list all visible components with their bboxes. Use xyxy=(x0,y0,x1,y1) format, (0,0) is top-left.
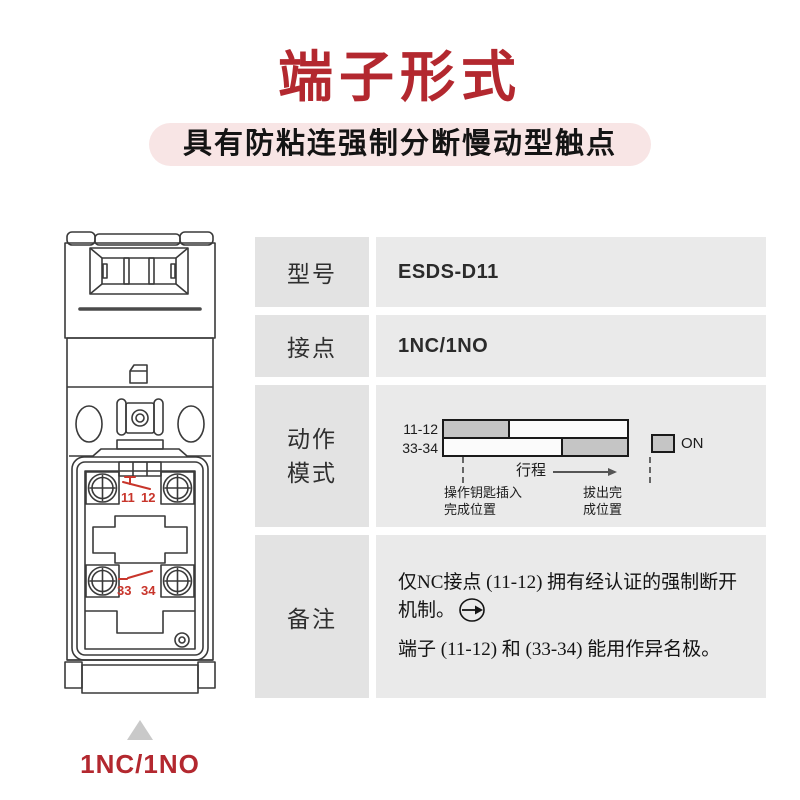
remark-note-1: 仅NC接点 (11-12) 拥有经认证的强制断开机制。 xyxy=(398,569,746,626)
end-position-label: 拔出完成位置 xyxy=(583,485,623,517)
limit-switch-line-art: 11 12 33 34 xyxy=(64,231,216,694)
travel-direction-arrow-icon xyxy=(553,468,617,476)
no-contact-symbol xyxy=(118,570,153,580)
contacts-value: 1NC/1NO xyxy=(398,334,489,357)
up-arrow-icon xyxy=(127,720,153,740)
row-value-model: ESDS-D11 xyxy=(376,237,766,307)
travel-bar-no xyxy=(442,437,629,457)
product-drawing: 11 12 33 34 1NC/1NO xyxy=(55,225,225,780)
remark-note-1-text: 仅NC接点 (11-12) 拥有经认证的强制断开机制。 xyxy=(398,571,738,622)
nc-contact-symbol xyxy=(122,476,151,490)
subtitle-banner: 具有防粘连强制分断慢动型触点 xyxy=(0,123,800,166)
travel-chart: 11-12 33-34 行程 操作钥匙插入 完成位置 xyxy=(398,419,651,521)
on-legend-swatch xyxy=(651,434,675,453)
end-position-guide xyxy=(649,457,651,483)
terminal-number-12: 12 xyxy=(141,490,155,505)
contact-config-caption: 1NC/1NO xyxy=(80,749,200,779)
on-segment-no xyxy=(561,439,627,455)
row-value-contacts: 1NC/1NO xyxy=(376,315,766,377)
travel-axis-label: 行程 xyxy=(516,462,547,479)
start-position-label: 操作钥匙插入 完成位置 xyxy=(444,485,523,517)
terminal-number-11: 11 xyxy=(121,490,135,505)
page-title: 端子形式 xyxy=(277,46,522,108)
spec-table: 型号 ESDS-D11 接点 1NC/1NO 动作模式 11-12 33-34 xyxy=(255,237,766,698)
travel-row-nc: 11-12 xyxy=(398,419,629,439)
on-legend: ON xyxy=(651,434,704,453)
on-segment-nc xyxy=(444,421,510,437)
travel-row-no: 33-34 xyxy=(398,437,629,457)
travel-row-label: 11-12 xyxy=(403,421,438,437)
row-value-action-mode: 11-12 33-34 行程 操作钥匙插入 完成位置 xyxy=(376,385,766,527)
screw-terminals xyxy=(87,473,193,596)
subtitle-text: 具有防粘连强制分断慢动型触点 xyxy=(148,123,651,166)
terminal-number-34: 34 xyxy=(141,583,156,598)
travel-axis: 行程 操作钥匙插入 完成位置 拔出完成位置 xyxy=(398,457,651,521)
travel-bar-nc xyxy=(442,419,629,439)
row-label-model: 型号 xyxy=(255,237,369,307)
model-value: ESDS-D11 xyxy=(398,260,499,283)
row-value-remarks: 仅NC接点 (11-12) 拥有经认证的强制断开机制。 端子 (11-12) 和… xyxy=(376,535,766,698)
action-mode-label: 动作模式 xyxy=(287,425,337,487)
remark-note-2: 端子 (11-12) 和 (33-34) 能用作异名极。 xyxy=(398,638,721,660)
row-label-contacts: 接点 xyxy=(255,315,369,377)
on-legend-label: ON xyxy=(681,435,704,452)
row-label-action-mode: 动作模式 xyxy=(255,385,369,527)
travel-row-label: 33-34 xyxy=(402,440,438,456)
direct-opening-action-icon xyxy=(459,598,485,623)
start-position-guide xyxy=(462,457,464,483)
row-label-remarks: 备注 xyxy=(255,535,369,698)
terminal-number-33: 33 xyxy=(117,583,131,598)
